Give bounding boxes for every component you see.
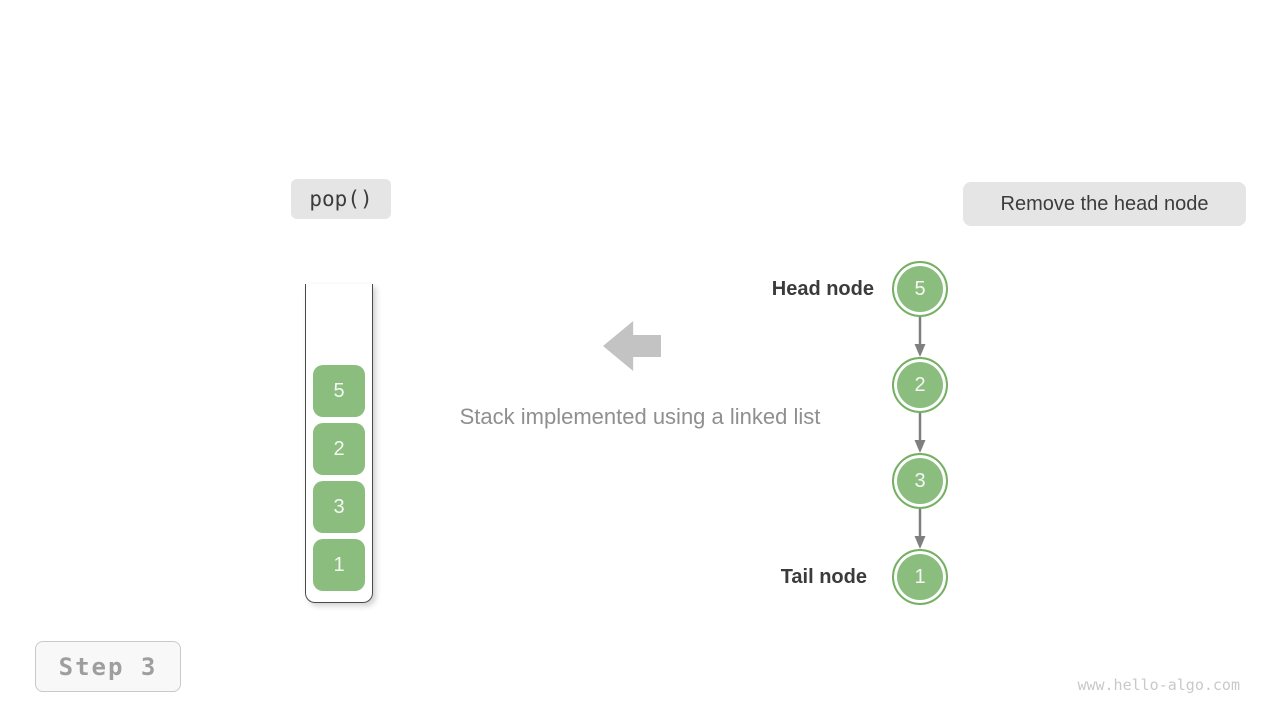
step-badge-text: Step 3 — [58, 652, 158, 681]
left-arrow-icon — [603, 321, 661, 371]
remove-head-description-label: Remove the head node — [963, 182, 1246, 226]
linked-list-node: 2 — [892, 357, 948, 413]
stack-item: 2 — [313, 423, 365, 475]
tail-node-label: Tail node — [780, 566, 867, 588]
remove-head-description-text: Remove the head node — [1000, 192, 1209, 215]
diagram-caption: Stack implemented using a linked list — [459, 404, 821, 429]
down-arrow-icon — [914, 317, 926, 357]
linked-list-node: 5 — [892, 261, 948, 317]
down-arrow-icon — [914, 413, 926, 453]
stack-item: 1 — [313, 539, 365, 591]
linked-list-node: 1 — [892, 549, 948, 605]
linked-list-node: 3 — [892, 453, 948, 509]
pop-operation-label: pop() — [291, 179, 391, 219]
stack-container: 5 2 3 1 — [305, 284, 373, 603]
down-arrow-icon — [914, 509, 926, 549]
watermark: www.hello-algo.com — [1077, 676, 1240, 694]
stack-item: 5 — [313, 365, 365, 417]
pop-operation-text: pop() — [309, 187, 373, 211]
step-badge: Step 3 — [35, 641, 181, 692]
head-node-label: Head node — [771, 278, 874, 300]
stack-item: 3 — [313, 481, 365, 533]
